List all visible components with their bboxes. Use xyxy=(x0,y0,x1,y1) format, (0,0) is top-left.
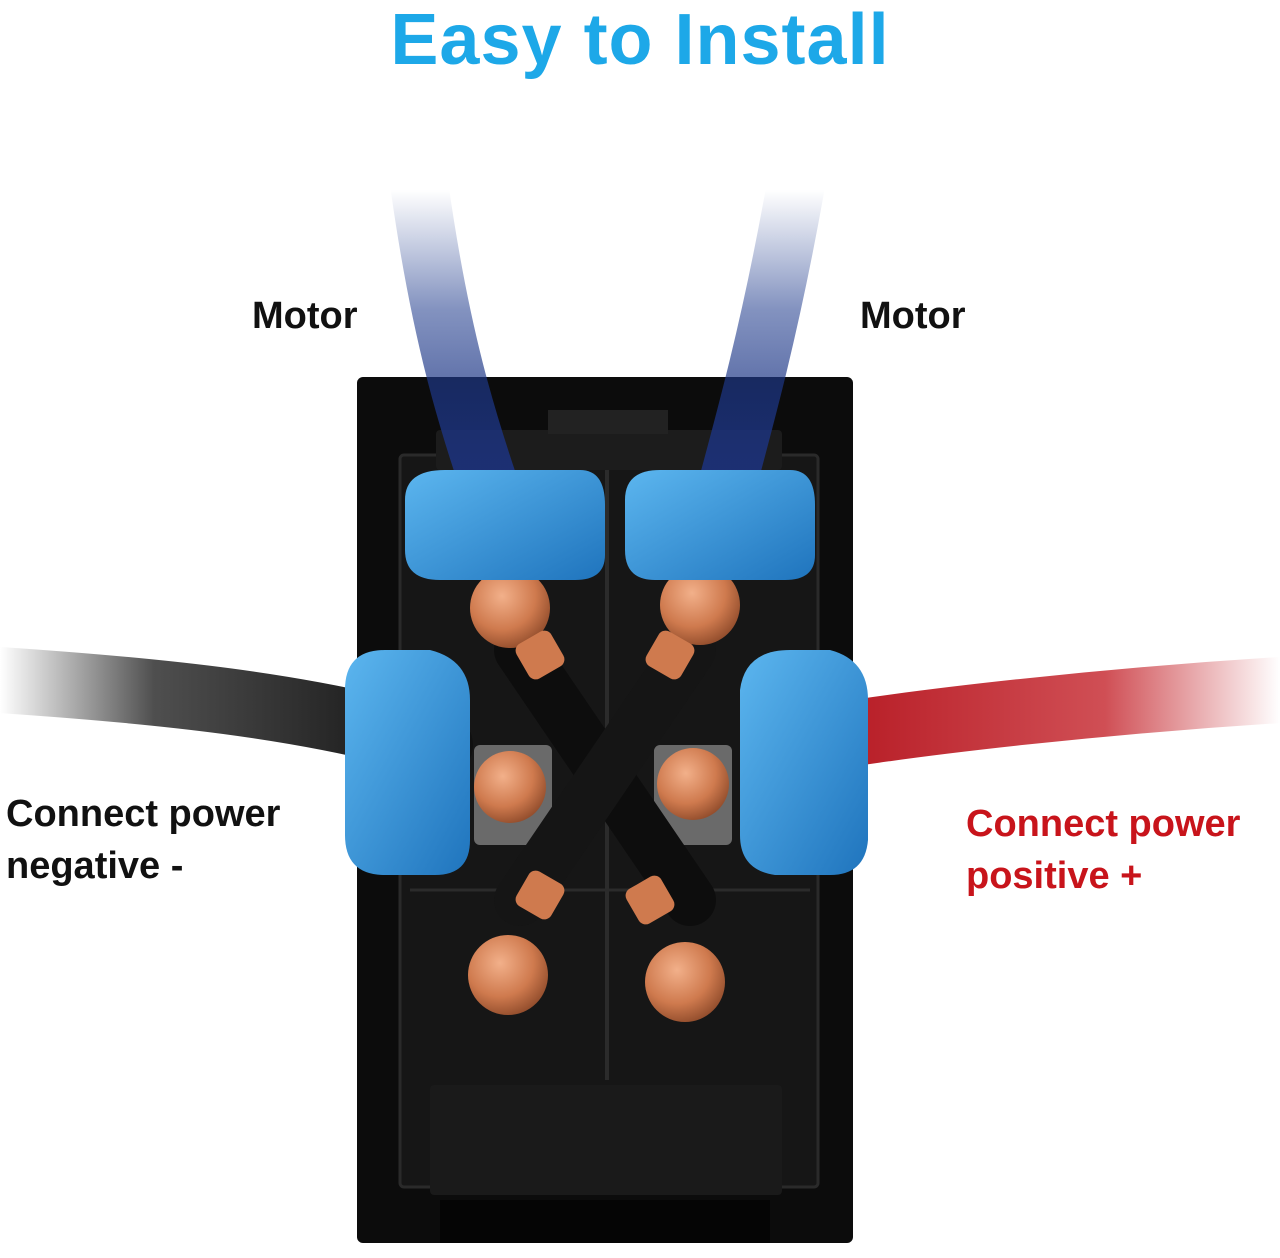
motor-label-left: Motor xyxy=(252,295,358,337)
positive-label-line1: Connect power xyxy=(966,803,1241,845)
positive-label: Connect power positive + xyxy=(966,798,1240,902)
motor-label-right: Motor xyxy=(860,295,966,337)
copper-terminals xyxy=(468,565,740,1022)
jumper-wire-b xyxy=(494,624,716,926)
positive-label-line2: positive + xyxy=(966,855,1143,897)
page-title: Easy to Install xyxy=(390,0,890,80)
insulator-caps xyxy=(345,470,868,875)
negative-label: Connect power negative - xyxy=(6,788,280,892)
negative-label-line1: Connect power xyxy=(6,793,281,835)
negative-label-line2: negative - xyxy=(6,845,184,887)
